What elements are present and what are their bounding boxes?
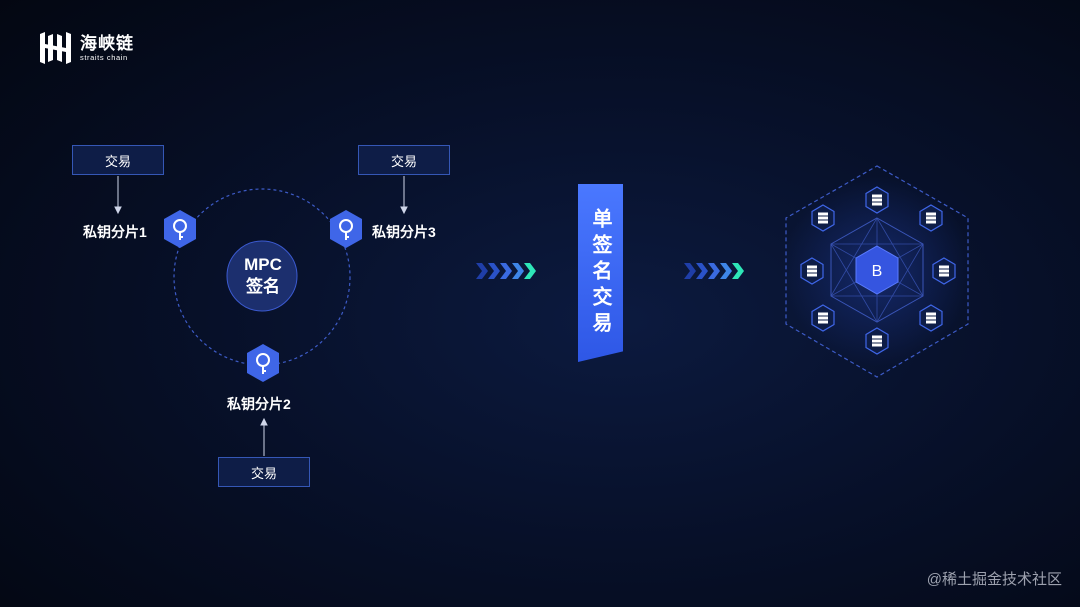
- arrowhead-tx1: [115, 207, 121, 213]
- server-node-icon: [812, 305, 834, 331]
- mpc-signature-label: MPC 签名: [237, 241, 289, 311]
- key-shard-label-3: 私钥分片3: [372, 222, 436, 242]
- server-node-icon: [933, 258, 955, 284]
- key-shield-icon: [164, 210, 196, 248]
- single-signature-transaction-label: 单签名交易: [586, 208, 615, 338]
- server-node-icon: [866, 187, 888, 213]
- arrowhead-tx3: [401, 207, 407, 213]
- server-node-icon: [812, 205, 834, 231]
- mpc-label-line2: 签名: [246, 276, 280, 298]
- single-signature-transaction-banner: 单签名交易: [578, 184, 623, 362]
- key-shield-icon: [330, 210, 362, 248]
- server-node-icon: [920, 305, 942, 331]
- server-node-icon: [920, 205, 942, 231]
- transaction-box-2: 交易: [218, 457, 310, 487]
- mpc-label-line1: MPC: [244, 254, 282, 276]
- transaction-box-3: 交易: [358, 145, 450, 175]
- blockchain-center-label: B: [872, 263, 883, 280]
- key-shield-icon: [247, 344, 279, 382]
- transaction-box-1: 交易: [72, 145, 164, 175]
- arrowhead-tx2: [261, 419, 267, 425]
- key-shard-label-1: 私钥分片1: [83, 222, 147, 242]
- flow-arrow-1: [476, 263, 536, 279]
- server-node-icon: [866, 328, 888, 354]
- server-node-icon: [801, 258, 823, 284]
- flow-arrow-2: [684, 263, 744, 279]
- watermark: @稀土掘金技术社区: [927, 568, 1062, 589]
- key-shard-label-2: 私钥分片2: [227, 394, 291, 414]
